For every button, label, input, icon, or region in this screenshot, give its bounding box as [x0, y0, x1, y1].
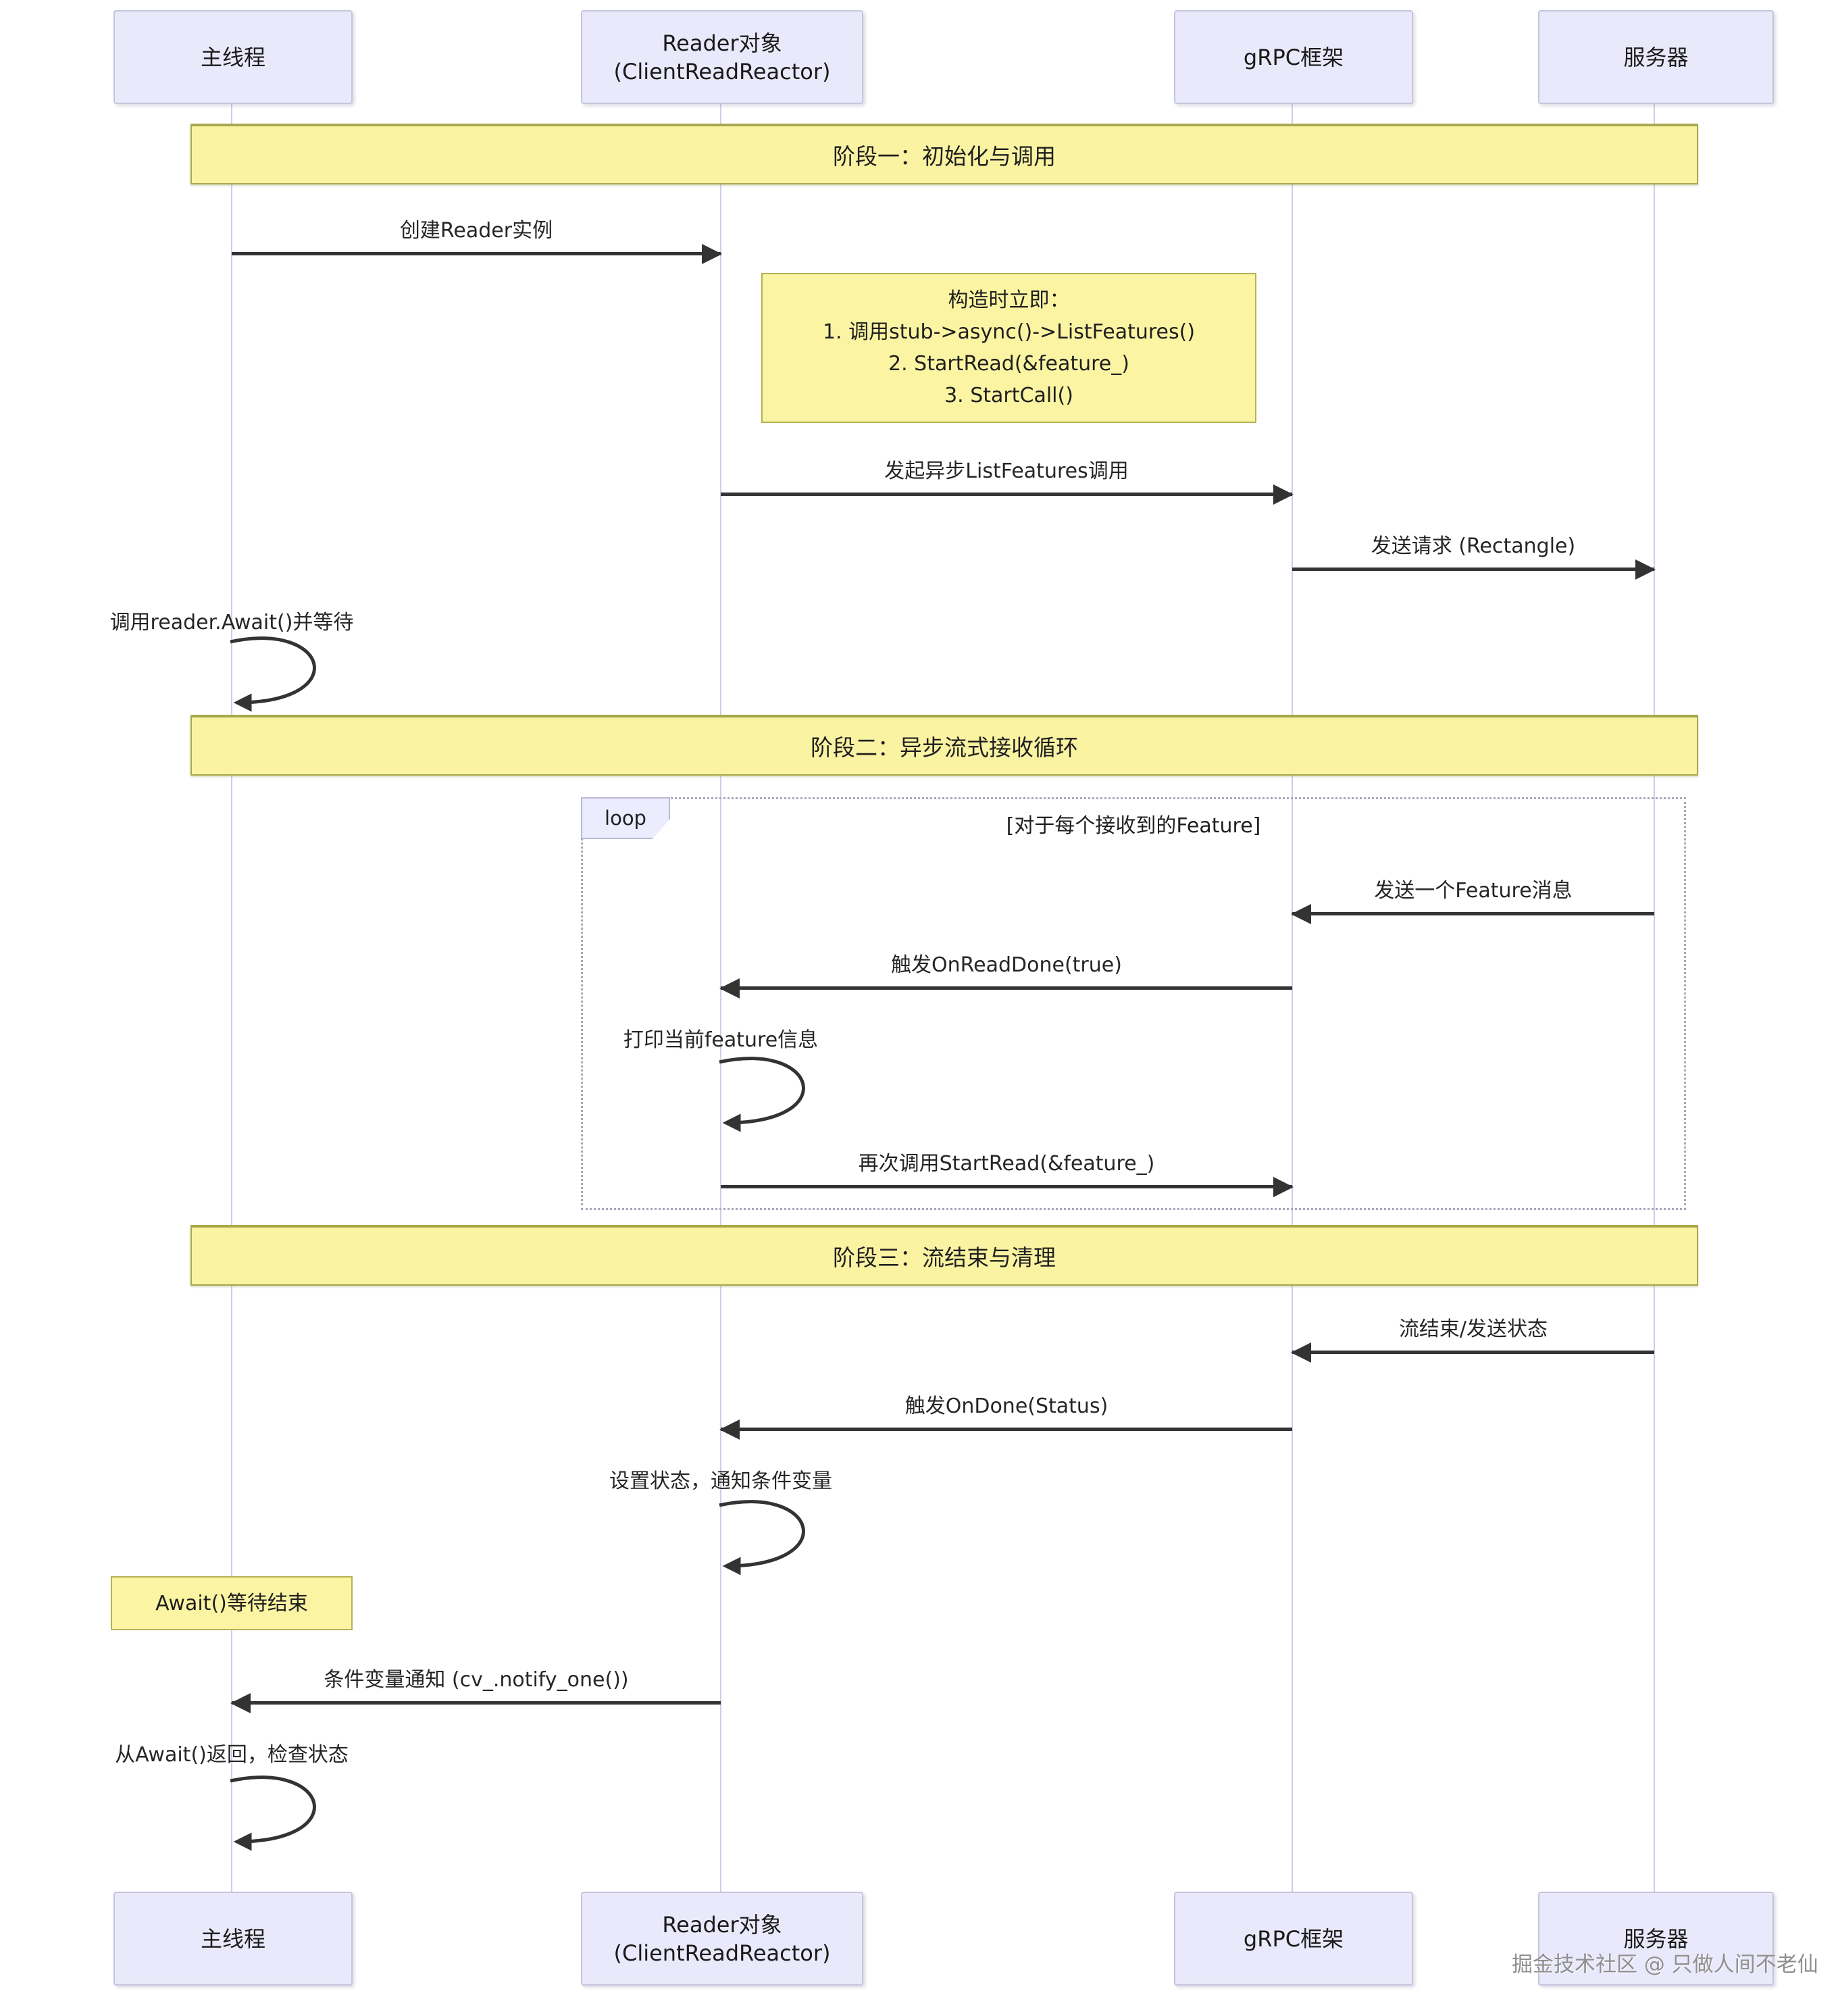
participant-label: 服务器 [1623, 44, 1689, 70]
phase-bar-3: 阶段三：流结束与清理 [190, 1225, 1698, 1286]
participant-label: gRPC框架 [1243, 44, 1344, 70]
message-cv-notify: 条件变量通知 (cv_.notify_one()) [230, 1663, 721, 1713]
loop-condition: [对于每个接收到的Feature] [1006, 814, 1261, 838]
arrowhead-left-icon [719, 978, 740, 999]
arrowhead-left-icon [230, 1692, 251, 1713]
self-loop-arrow [719, 1500, 805, 1576]
participant-sublabel: (ClientReadReactor) [613, 58, 831, 84]
message-arrow [1292, 559, 1656, 580]
message-label: 发起异步ListFeatures调用 [884, 459, 1129, 483]
phase-label: 阶段二：异步流式接收循环 [811, 734, 1078, 761]
self-message-label-print-feature: 打印当前feature信息 [623, 1028, 819, 1052]
message-create-reader: 创建Reader实例 [232, 213, 722, 264]
message-send-feature: 发送一个Feature消息 [1291, 874, 1654, 924]
participant-main-thread-top: 主线程 [113, 10, 353, 104]
message-ondone: 触发OnDone(Status) [719, 1389, 1292, 1440]
message-arrow [230, 1692, 721, 1713]
arrowhead-right-icon [1635, 559, 1656, 580]
message-label: 触发OnDone(Status) [904, 1394, 1108, 1418]
watermark: 掘金技术社区 @ 只做人间不老仙 [1512, 1952, 1818, 1977]
message-label: 发送请求 (Rectangle) [1371, 534, 1576, 558]
message-arrow [232, 243, 722, 264]
note-line: 构造时立即： [948, 288, 1070, 312]
participant-server-top: 服务器 [1538, 10, 1774, 104]
message-onreaddone: 触发OnReadDone(true) [719, 948, 1292, 999]
message-arrow [721, 1176, 1294, 1197]
note-line: 3. StartCall() [944, 384, 1073, 407]
participant-label: gRPC框架 [1243, 1925, 1344, 1952]
participant-label: Reader对象 [662, 1911, 782, 1938]
arrowhead-left-icon [719, 1419, 740, 1440]
arrowhead-left-icon [1291, 903, 1311, 924]
phase-label: 阶段一：初始化与调用 [833, 143, 1056, 170]
participant-label: Reader对象 [662, 30, 782, 56]
message-arrow [1291, 903, 1654, 924]
participant-reader-bottom: Reader对象 (ClientReadReactor) [581, 1892, 863, 1986]
phase-label: 阶段三：流结束与清理 [833, 1244, 1056, 1271]
self-loop-arrow [719, 1057, 805, 1132]
self-loop-arrow [230, 1775, 316, 1851]
participant-label: 服务器 [1623, 1925, 1689, 1952]
note-line: 1. 调用stub->async()->ListFeatures() [822, 320, 1196, 344]
message-label: 触发OnReadDone(true) [891, 953, 1122, 977]
message-label: 条件变量通知 (cv_.notify_one()) [324, 1668, 629, 1692]
arrowhead-left-icon [1291, 1342, 1311, 1363]
note-line: Await()等待结束 [155, 1591, 308, 1615]
message-startread-again: 再次调用StartRead(&feature_) [721, 1146, 1294, 1197]
loop-frame: loop [对于每个接收到的Feature] [581, 797, 1686, 1210]
arrowhead-right-icon [1273, 484, 1294, 505]
message-label: 发送一个Feature消息 [1374, 879, 1573, 903]
message-arrow [1291, 1342, 1654, 1363]
note-constructor: 构造时立即： 1. 调用stub->async()->ListFeatures(… [761, 273, 1256, 423]
lifeline-server [1654, 101, 1655, 1892]
participant-sublabel: (ClientReadReactor) [613, 1940, 831, 1966]
lifeline-main-thread [231, 101, 232, 1892]
loop-tab-label: loop [605, 807, 646, 830]
participant-grpc-bottom: gRPC框架 [1174, 1892, 1413, 1986]
note-await-waiting: Await()等待结束 [111, 1576, 353, 1630]
participant-grpc-top: gRPC框架 [1174, 10, 1413, 104]
message-label: 流结束/发送状态 [1398, 1317, 1548, 1341]
participant-main-thread-bottom: 主线程 [113, 1892, 353, 1986]
arrowhead-right-icon [1273, 1176, 1294, 1197]
message-arrow [719, 1419, 1292, 1440]
participant-label: 主线程 [200, 44, 265, 70]
participant-label: 主线程 [200, 1925, 265, 1952]
message-arrow [719, 978, 1292, 999]
self-message-label-set-status: 设置状态，通知条件变量 [609, 1469, 832, 1493]
participant-server-bottom: 服务器 [1538, 1892, 1774, 1986]
participant-reader-top: Reader对象 (ClientReadReactor) [581, 10, 863, 104]
message-arrow [721, 484, 1294, 505]
message-label: 创建Reader实例 [399, 219, 553, 243]
self-loop-arrow [230, 636, 316, 712]
arrowhead-right-icon [702, 243, 722, 264]
lifeline-grpc [1292, 101, 1293, 1892]
phase-bar-1: 阶段一：初始化与调用 [190, 124, 1698, 184]
message-send-request: 发送请求 (Rectangle) [1292, 529, 1656, 580]
self-message-label-await: 调用reader.Await()并等待 [109, 611, 354, 634]
phase-bar-2: 阶段二：异步流式接收循环 [190, 715, 1698, 776]
message-stream-end: 流结束/发送状态 [1291, 1312, 1654, 1363]
message-start-listfeatures: 发起异步ListFeatures调用 [721, 454, 1294, 505]
loop-tab: loop [581, 797, 670, 839]
message-label: 再次调用StartRead(&feature_) [858, 1152, 1155, 1176]
note-line: 2. StartRead(&feature_) [888, 352, 1129, 376]
self-message-label-return-await: 从Await()返回，检查状态 [115, 1743, 349, 1767]
